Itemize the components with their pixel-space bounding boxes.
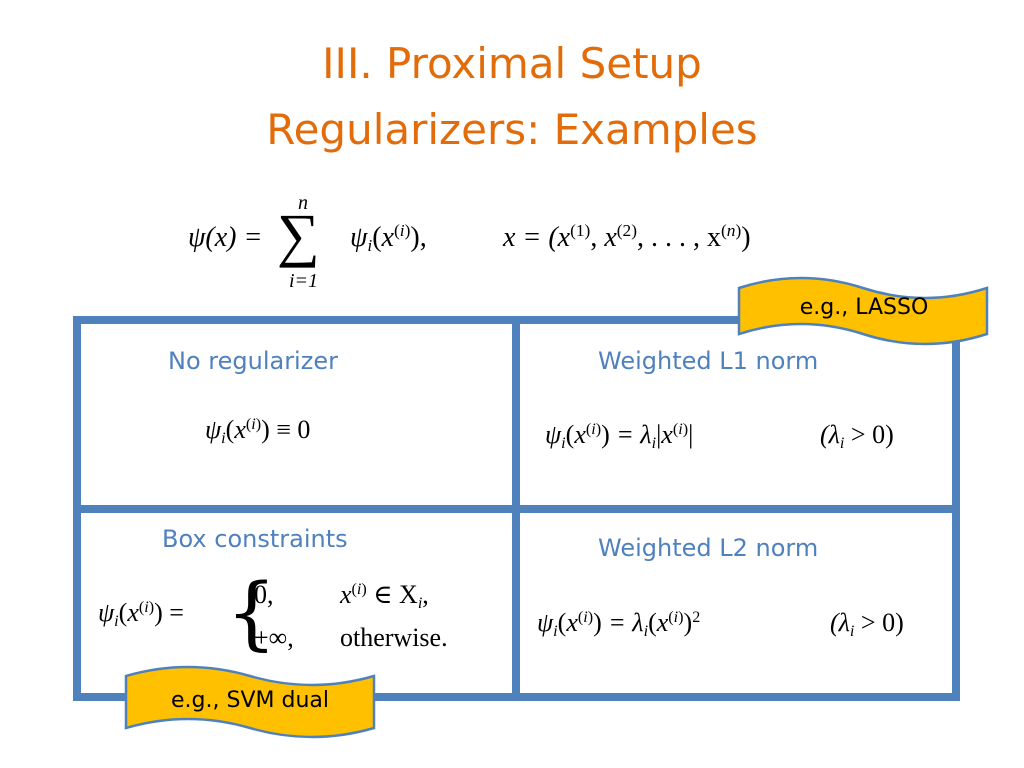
cases-brace: { — [226, 566, 277, 659]
grid-horizontal-divider — [73, 505, 960, 513]
condition-weighted-l2: (λi > 0) — [830, 608, 904, 640]
formula-weighted-l1: ψi(x(i)) = λi|x(i)| — [545, 420, 694, 452]
slide-title-line2: Regularizers: Examples — [266, 105, 758, 154]
sum-upper-limit: n — [298, 192, 308, 214]
sum-term: ψi(x(i)), — [350, 221, 427, 256]
case2-condition: otherwise. — [340, 623, 448, 652]
top-formula: ψ(x) = ∑ n i=1 ψi(x(i)), x = (x(1), x(2)… — [0, 190, 1024, 300]
formula-weighted-l2: ψi(x(i)) = λi(x(i))2 — [537, 608, 701, 640]
svm-tag-banner — [124, 665, 376, 739]
panel-title-box-constraints: Box constraints — [162, 525, 348, 553]
summation-symbol: ∑ — [277, 202, 320, 268]
case1-condition: x(i) ∈ Xi, — [340, 580, 429, 612]
slide-title-line1: III. Proximal Setup — [322, 39, 702, 88]
case1-value: 0, — [254, 580, 274, 609]
sum-lower-limit: i=1 — [289, 270, 319, 292]
formula-no-regularizer: ψi(x(i)) ≡ 0 — [205, 415, 311, 447]
psi-x-lhs: ψ(x) = — [188, 222, 263, 253]
x-definition: x = (x(1), x(2), . . . , x(n)) — [503, 221, 751, 253]
panel-title-weighted-l2: Weighted L2 norm — [598, 534, 819, 562]
case2-value: +∞, — [254, 623, 294, 652]
panel-title-weighted-l1: Weighted L1 norm — [598, 347, 819, 375]
formula-box-lhs: ψi(x(i)) = — [98, 598, 184, 630]
lasso-tag-banner — [737, 276, 989, 346]
panel-title-no-regularizer: No regularizer — [168, 347, 338, 375]
svm-tag-label: e.g., SVM dual — [171, 688, 329, 713]
lasso-tag-label: e.g., LASSO — [799, 295, 929, 320]
condition-weighted-l1: (λi > 0) — [820, 420, 894, 452]
